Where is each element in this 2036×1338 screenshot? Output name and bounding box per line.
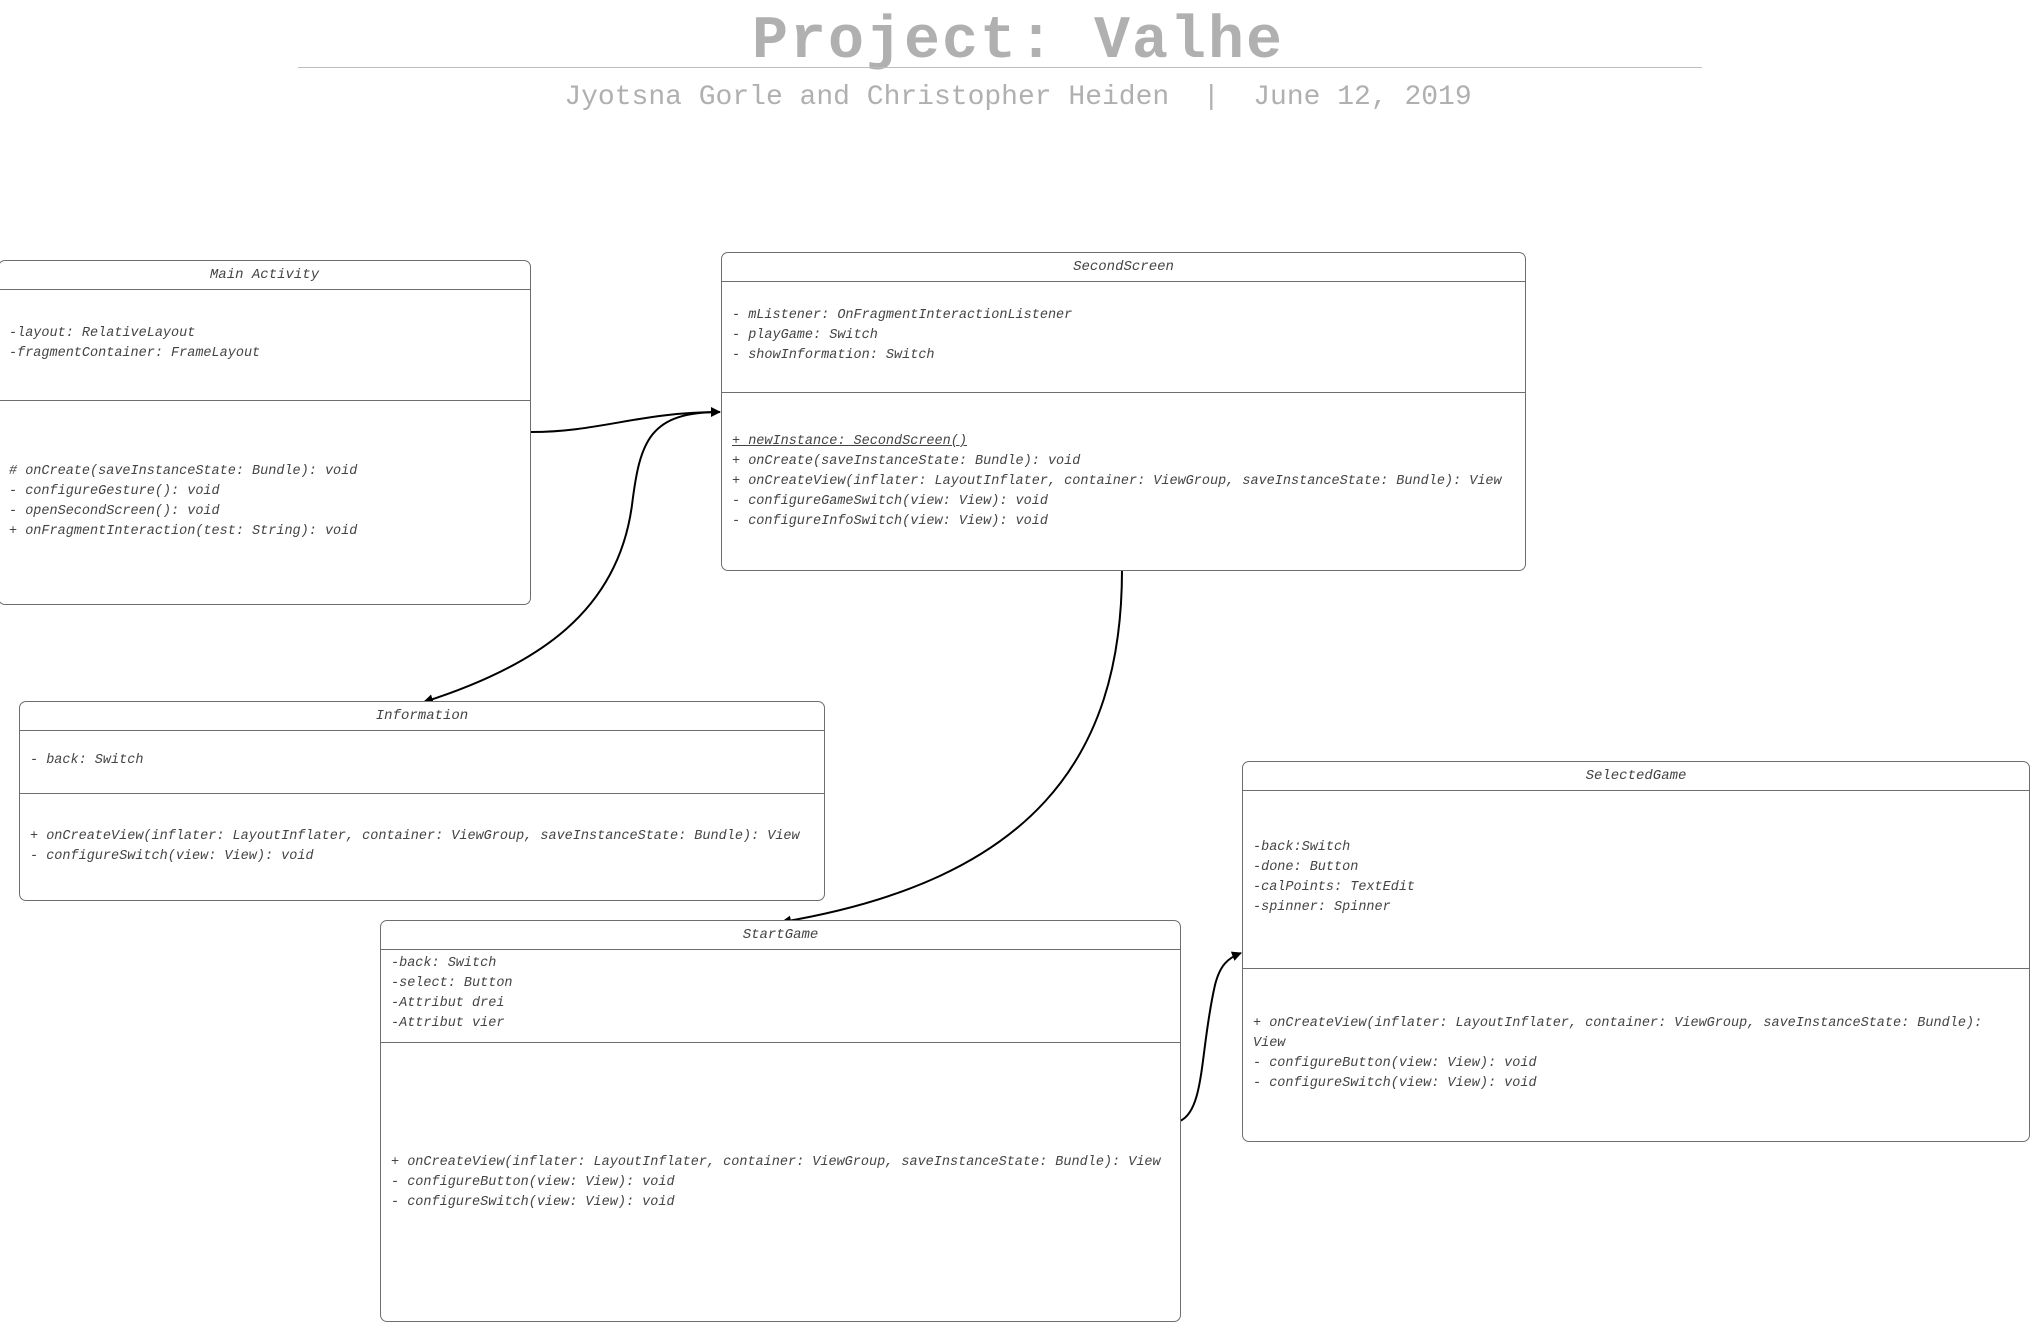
class-start-game[interactable]: StartGame -back: Switch -select: Button … (380, 920, 1181, 1322)
second-to-startgame-arrow (781, 569, 1123, 926)
title-divider (298, 67, 1702, 68)
method: + newInstance: SecondScreen() (732, 434, 967, 449)
attributes-section: - mListener: OnFragmentInteractionListen… (722, 282, 1525, 393)
methods-section: # onCreate(saveInstanceState: Bundle): v… (0, 401, 530, 542)
class-name: Information (20, 702, 824, 731)
class-main-activity[interactable]: Main Activity -layout: RelativeLayout -f… (0, 260, 531, 605)
method: - configureSwitch(view: View): void (1253, 1076, 1537, 1091)
method: - configureSwitch(view: View): void (391, 1195, 675, 1210)
class-selected-game[interactable]: SelectedGame -back:Switch -done: Button … (1242, 761, 2030, 1142)
attribute: -done: Button (1253, 860, 1359, 875)
class-information[interactable]: Information - back: Switch + onCreateVie… (19, 701, 825, 901)
attribute: -Attribut drei (391, 996, 505, 1011)
methods-section: + onCreateView(inflater: LayoutInflater,… (1243, 969, 2029, 1094)
methods-section: + onCreateView(inflater: LayoutInflater,… (381, 1043, 1180, 1213)
attribute: -back:Switch (1253, 840, 1351, 855)
method: - configureSwitch(view: View): void (30, 849, 314, 864)
attributes-section: - back: Switch (20, 731, 824, 794)
attribute: -calPoints: TextEdit (1253, 880, 1416, 895)
method: - configureButton(view: View): void (1253, 1056, 1537, 1071)
diagram-title: Project: Valhe (751, 8, 1285, 76)
attribute: -Attribut vier (391, 1016, 505, 1031)
method: + onCreate(saveInstanceState: Bundle): v… (732, 454, 1081, 469)
methods-section: + newInstance: SecondScreen() + onCreate… (722, 393, 1525, 532)
attribute: -select: Button (391, 976, 513, 991)
method: - configureGameSwitch(view: View): void (732, 494, 1048, 509)
method: + onFragmentInteraction(test: String): v… (9, 524, 358, 539)
methods-section: + onCreateView(inflater: LayoutInflater,… (20, 794, 824, 867)
method: + onCreateView(inflater: LayoutInflater,… (1253, 1016, 1991, 1051)
attributes-section: -layout: RelativeLayout -fragmentContain… (0, 290, 530, 401)
method: - configureInfoSwitch(view: View): void (732, 514, 1048, 529)
class-name: SecondScreen (722, 253, 1525, 282)
attribute: -layout: RelativeLayout (9, 326, 196, 341)
method: + onCreateView(inflater: LayoutInflater,… (391, 1155, 1161, 1170)
method: - configureGesture(): void (9, 484, 220, 499)
attribute: -fragmentContainer: FrameLayout (9, 346, 261, 361)
class-second-screen[interactable]: SecondScreen - mListener: OnFragmentInte… (721, 252, 1526, 571)
method: # onCreate(saveInstanceState: Bundle): v… (9, 464, 358, 479)
startgame-to-selectedgame-arrow (1179, 951, 1242, 1122)
attribute: -spinner: Spinner (1253, 900, 1391, 915)
method: - configureButton(view: View): void (391, 1175, 675, 1190)
attribute: -back: Switch (391, 956, 497, 971)
method: + onCreateView(inflater: LayoutInflater,… (732, 474, 1502, 489)
class-name: StartGame (381, 921, 1180, 950)
second-to-information-arrow (423, 411, 721, 705)
attribute: - playGame: Switch (732, 328, 878, 343)
attribute: - back: Switch (30, 753, 144, 768)
method: + onCreateView(inflater: LayoutInflater,… (30, 829, 800, 844)
attribute: - mListener: OnFragmentInteractionListen… (732, 308, 1073, 323)
attributes-section: -back: Switch -select: Button -Attribut … (381, 950, 1180, 1043)
attributes-section: -back:Switch -done: Button -calPoints: T… (1243, 791, 2029, 969)
class-name: Main Activity (0, 261, 530, 290)
method: - openSecondScreen(): void (9, 504, 220, 519)
attribute: - showInformation: Switch (732, 348, 935, 363)
diagram-subtitle: Jyotsna Gorle and Christopher Heiden | J… (564, 82, 1472, 113)
class-name: SelectedGame (1243, 762, 2029, 791)
